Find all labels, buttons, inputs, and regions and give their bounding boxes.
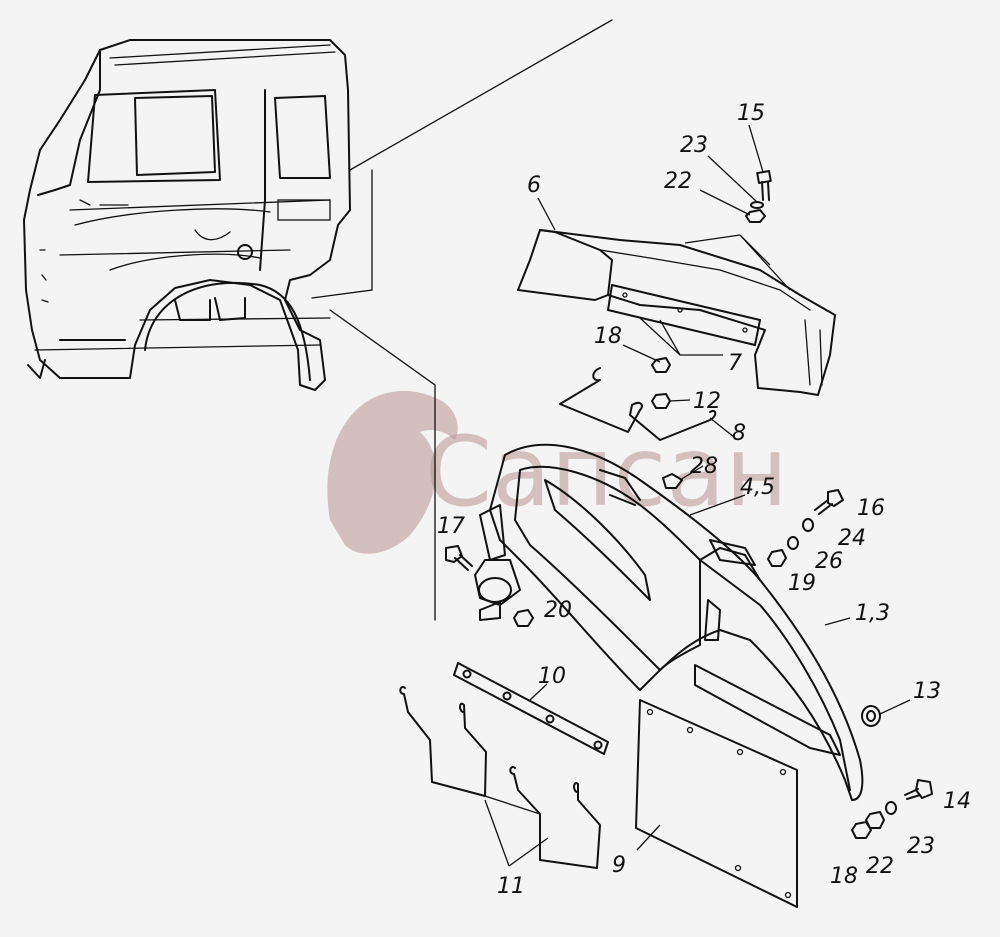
bird-logo-icon xyxy=(327,390,458,554)
mud-flap-strips-11 xyxy=(399,686,601,869)
callout-22-top: 22 xyxy=(664,169,692,194)
perspective-line-lower xyxy=(329,309,436,621)
main-fender xyxy=(474,443,864,801)
perspective-line-upper xyxy=(349,19,613,171)
callout-26: 26 xyxy=(815,549,843,574)
upper-fender-panel xyxy=(517,229,836,396)
callout-14: 14 xyxy=(943,789,971,814)
callout-9: 9 xyxy=(612,853,626,878)
fasteners xyxy=(445,170,933,839)
callout-18-bottom: 18 xyxy=(830,864,858,889)
callout-24: 24 xyxy=(838,526,866,551)
callout-23-bottom: 23 xyxy=(907,834,935,859)
perspective-line-middle xyxy=(311,169,373,299)
leader-lines xyxy=(484,124,911,867)
callout-28: 28 xyxy=(690,454,718,479)
bracket-8 xyxy=(559,367,717,441)
callout-10: 10 xyxy=(538,664,566,689)
callout-1-3: 1,3 xyxy=(855,601,890,626)
callout-8: 8 xyxy=(732,421,746,446)
callout-11: 11 xyxy=(497,874,525,899)
callout-13: 13 xyxy=(913,679,941,704)
mounting-strip-10 xyxy=(453,662,609,755)
callout-18-top: 18 xyxy=(594,324,622,349)
callout-15: 15 xyxy=(737,101,765,126)
callout-6: 6 xyxy=(527,173,541,198)
callout-12: 12 xyxy=(693,389,721,414)
callout-labels: 15 23 22 6 18 7 12 8 28 4,5 16 24 26 19 … xyxy=(437,101,971,899)
callout-4-5: 4,5 xyxy=(740,475,775,500)
truck-cab xyxy=(23,39,351,391)
callout-7: 7 xyxy=(728,351,742,376)
callout-23-top: 23 xyxy=(680,133,708,158)
callout-17: 17 xyxy=(437,514,465,539)
watermark: Сапсан xyxy=(327,390,788,554)
mud-flap-panel-9 xyxy=(635,699,798,908)
callout-20: 20 xyxy=(544,598,572,623)
callout-19: 19 xyxy=(788,571,816,596)
callout-16: 16 xyxy=(857,496,885,521)
callout-22-bottom: 22 xyxy=(866,854,894,879)
